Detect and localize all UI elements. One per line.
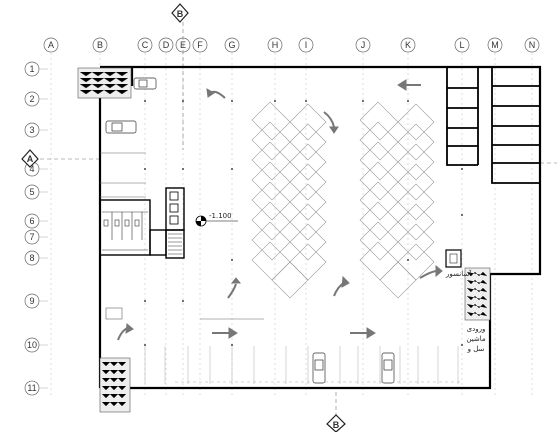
storage-rooms (446, 67, 540, 184)
arrow-curve-6 (117, 323, 134, 341)
row-label-1: 1 (29, 64, 34, 74)
column-label-d: D (163, 40, 170, 50)
entry-label-line-2: ماشین (466, 335, 485, 343)
ramp-top-left (77, 67, 132, 99)
column-label-f: F (197, 40, 203, 50)
parking-angled-right (359, 101, 435, 299)
section-mark-bottom: B (326, 392, 346, 432)
entry-label-line-3: سل و (467, 345, 485, 353)
column-label-k: K (405, 40, 411, 50)
section-label-top: B (177, 9, 184, 19)
arrow-curve-5 (419, 264, 443, 279)
arrow-curve-3 (227, 277, 242, 299)
car-left-2 (105, 120, 137, 134)
car-top-left (133, 77, 157, 90)
arrow-curve-1 (206, 88, 226, 99)
column-bubbles (43, 37, 540, 53)
row-label-2: 2 (29, 94, 34, 104)
row-label-8: 8 (29, 253, 34, 263)
row-label-3: 3 (29, 125, 34, 135)
section-label-bottom: B (333, 420, 340, 430)
entry-label: ورودی ماشین سل و (466, 325, 485, 353)
elevator-label: آسانسور (445, 269, 472, 278)
core-block (99, 187, 185, 259)
column-label-h: H (272, 40, 279, 50)
stair (168, 233, 182, 255)
column-labels: A B C D E F G H I J K L M N (48, 40, 535, 50)
ramp-bottom-left (99, 357, 131, 413)
arrow-left-top-right (397, 79, 421, 91)
ramp-right-entry (464, 267, 491, 321)
markings (100, 152, 264, 320)
column-label-j: J (361, 40, 366, 50)
row-label-4: 4 (29, 164, 34, 174)
parking-bottom-row (144, 346, 460, 384)
entry-label-line-1: ورودی (467, 325, 486, 333)
arrow-curve-4 (333, 275, 350, 297)
section-label-left: A (27, 154, 34, 164)
arrow-right-2 (350, 327, 376, 339)
row-label-7: 7 (29, 232, 34, 242)
cars (105, 77, 395, 384)
row-label-11: 11 (27, 383, 36, 393)
arrow-right-1 (212, 327, 238, 339)
section-mark-left: A (21, 149, 557, 168)
row-bubbles (24, 61, 40, 396)
row-label-10: 10 (27, 340, 37, 350)
column-label-a: A (48, 40, 54, 50)
structural-columns (144, 100, 463, 346)
column-label-c: C (142, 40, 149, 50)
row-label-5: 5 (29, 187, 34, 197)
level-value: -1.100 (209, 212, 232, 220)
grid-lines (50, 53, 533, 395)
column-label-g: G (228, 40, 235, 50)
column-label-n: N (529, 40, 536, 50)
column-label-i: I (305, 40, 308, 50)
shafts (169, 191, 179, 225)
section-mark-top: B (171, 3, 189, 150)
car-bottom-2 (381, 352, 395, 384)
row-labels: 1 2 3 4 5 6 7 8 9 10 11 (27, 64, 37, 393)
arrow-curve-2 (323, 111, 339, 134)
column-label-b: B (97, 40, 103, 50)
column-label-m: M (491, 40, 499, 50)
row-label-6: 6 (29, 216, 34, 226)
elevator: آسانسور (445, 249, 472, 278)
toilet-stalls (102, 211, 148, 251)
column-label-l: L (459, 40, 464, 50)
row-ticks (39, 68, 48, 389)
row-label-9: 9 (29, 296, 34, 306)
parking-angled-left (251, 101, 327, 299)
direction-arrows (117, 79, 443, 341)
car-bottom-1 (312, 352, 326, 384)
level-marker: -1.100 (195, 212, 238, 227)
